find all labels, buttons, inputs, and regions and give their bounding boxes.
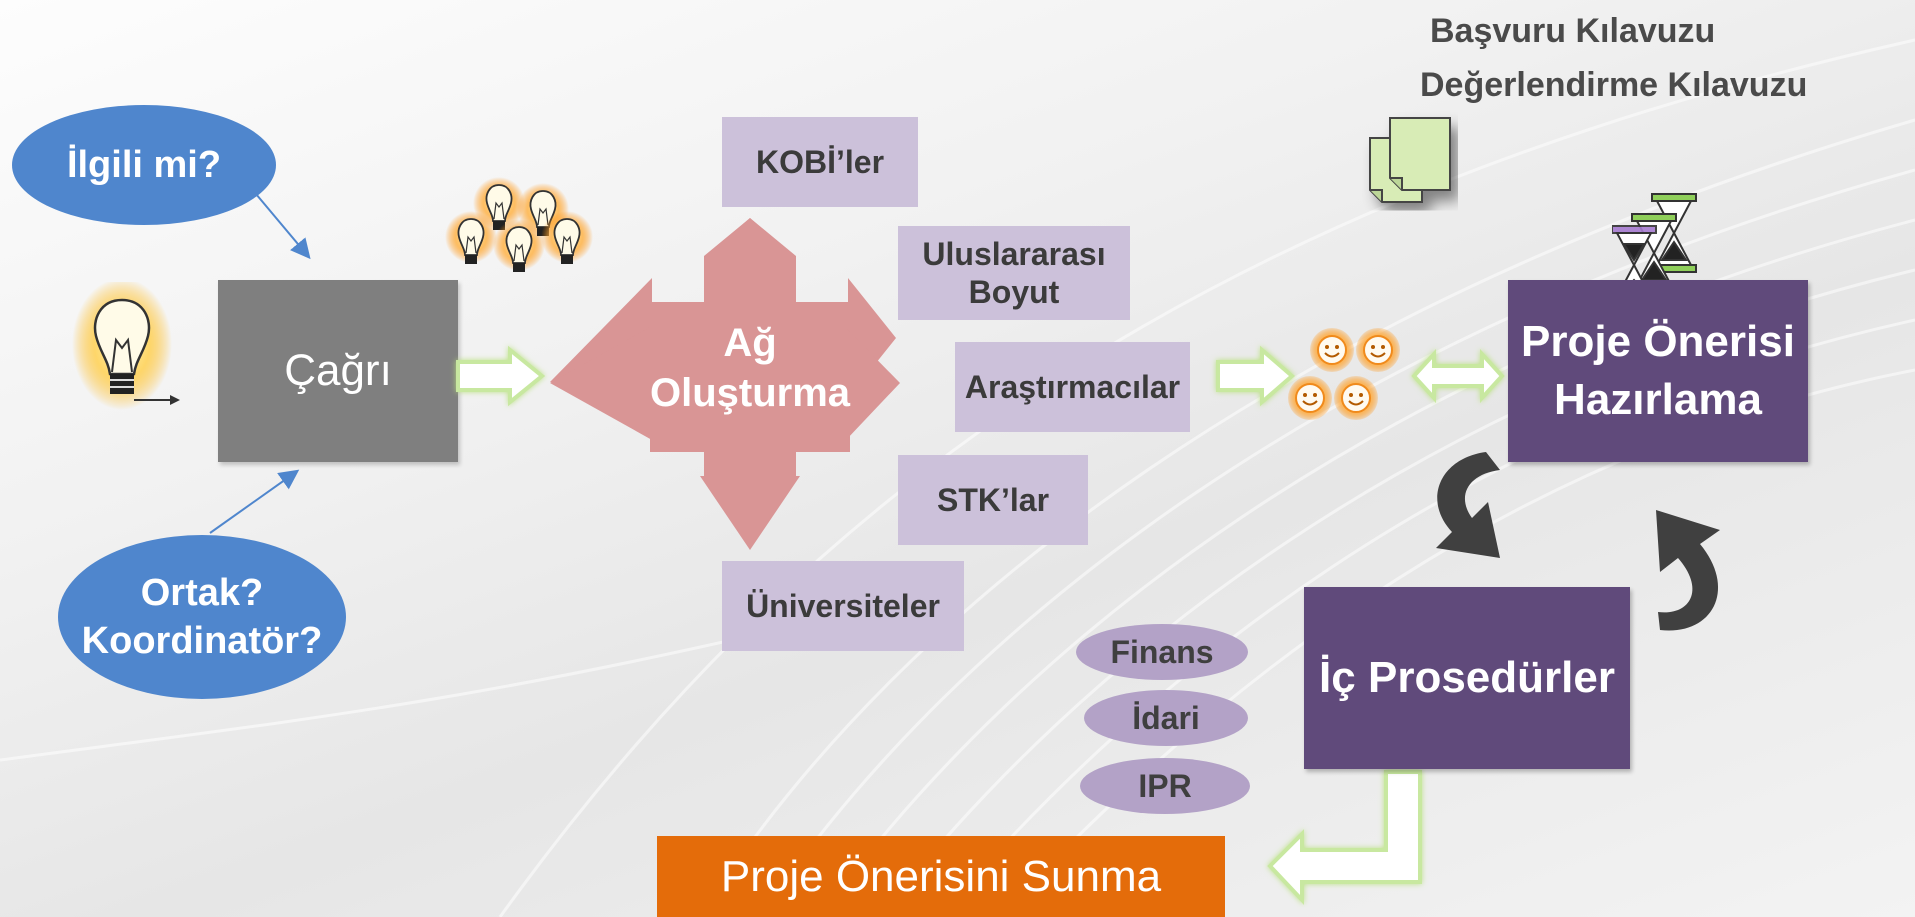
internal-procedures-label: İç Prosedürler (1319, 653, 1615, 702)
network-label: Ağ Oluşturma (630, 318, 870, 418)
relevant-question-ellipse: İlgili mi? (12, 105, 276, 225)
researchers-box: Araştırmacılar (955, 342, 1190, 432)
submit-proposal-label: Proje Önerisini Sunma (720, 851, 1162, 901)
team-to-prepare-double-arrow (1411, 348, 1505, 404)
internal-to-prepare-arrow (1656, 510, 1720, 631)
prepare-label-line2: Hazırlama (1554, 375, 1762, 424)
call-label: Çağrı (284, 346, 392, 395)
ipr-label: IPR (1138, 767, 1192, 804)
cycle-arrows (1436, 452, 1720, 631)
smes-label: KOBİ’ler (755, 144, 885, 180)
submit-proposal-box: Proje Önerisini Sunma (657, 836, 1225, 917)
call-box: Çağrı (218, 280, 458, 462)
administrative-pill: İdari (1084, 690, 1248, 746)
prepare-proposal-box: Proje Önerisi Hazırlama (1508, 280, 1808, 462)
universities-box: Üniversiteler (722, 561, 964, 651)
universities-label: Üniversiteler (746, 588, 940, 624)
network-cross-arrow (550, 218, 900, 550)
prepare-to-internal-arrow (1436, 452, 1500, 558)
ngos-box: STK’lar (898, 455, 1088, 545)
finance-pill: Finans (1076, 624, 1248, 680)
network-label-line1: Ağ (723, 321, 777, 365)
lightbulb-icon (72, 282, 180, 410)
application-guide-label: Başvuru Kılavuzu (1430, 12, 1716, 50)
researchers-label: Araştırmacılar (964, 369, 1181, 405)
ipr-pill: IPR (1080, 758, 1250, 814)
ngos-label: STK’lar (936, 482, 1050, 518)
guides-text: Başvuru Kılavuzu Değerlendirme Kılavuzu (1420, 4, 1915, 112)
evaluation-guide-label: Değerlendirme Kılavuzu (1420, 66, 1808, 104)
partner-question-ellipse: Ortak? Koordinatör? (58, 535, 346, 699)
international-label-line1: Uluslararası (922, 236, 1106, 272)
international-box: Uluslararası Boyut (898, 226, 1130, 320)
network-label-line2: Oluşturma (649, 371, 851, 415)
finance-label: Finans (1110, 633, 1214, 670)
coordinator-question-label: Koordinatör? (81, 620, 323, 662)
question-connectors (209, 193, 311, 534)
researchers-to-team-arrow (1216, 345, 1296, 407)
administrative-label: İdari (1132, 699, 1200, 736)
prepare-label-line1: Proje Önerisi (1521, 317, 1795, 366)
internal-procedures-box: İç Prosedürler (1304, 587, 1630, 769)
call-to-network-arrow (456, 345, 546, 407)
documents-icon (1369, 117, 1451, 203)
partner-question-label: Ortak? (140, 572, 264, 614)
internal-to-submit-arrow (1267, 770, 1422, 906)
relevant-question-label: İlgili mi? (66, 144, 222, 186)
smiley-faces-icon (1288, 328, 1401, 421)
international-label-line2: Boyut (968, 274, 1060, 310)
smes-box: KOBİ’ler (722, 117, 918, 207)
